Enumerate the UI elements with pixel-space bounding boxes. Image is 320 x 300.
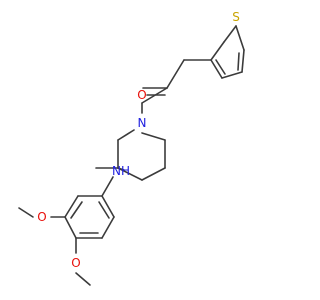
nitrogen-amine-label: NH [112,164,130,178]
bond [101,195,115,218]
bond [101,176,114,197]
bond [210,41,225,61]
bond [64,195,79,218]
oxygen-methoxy-1-label: O [37,210,46,224]
bond [18,207,34,218]
oxygen-methoxy-2-label: O [71,256,80,270]
bond [64,216,77,239]
bond [223,25,237,43]
bond [221,71,243,79]
bond [75,272,91,286]
bond [70,201,83,219]
bond [117,167,125,171]
bond [141,132,166,141]
oxygen-carbonyl-label: O [137,88,146,102]
molecule-structure-diagram: O S N NH O O [18,10,245,286]
bond [210,59,223,79]
bond [237,52,240,71]
atom-labels: O S N NH O O [37,10,240,270]
sulfur-label: S [232,10,240,24]
bonds [18,25,245,286]
bond [117,129,135,141]
bond [215,59,226,75]
bond [166,59,185,89]
bond [235,25,245,51]
nitrogen-ring-label: N [138,116,147,130]
bond [241,49,245,73]
bond [98,201,110,219]
bond [141,167,166,181]
bond [101,216,115,239]
